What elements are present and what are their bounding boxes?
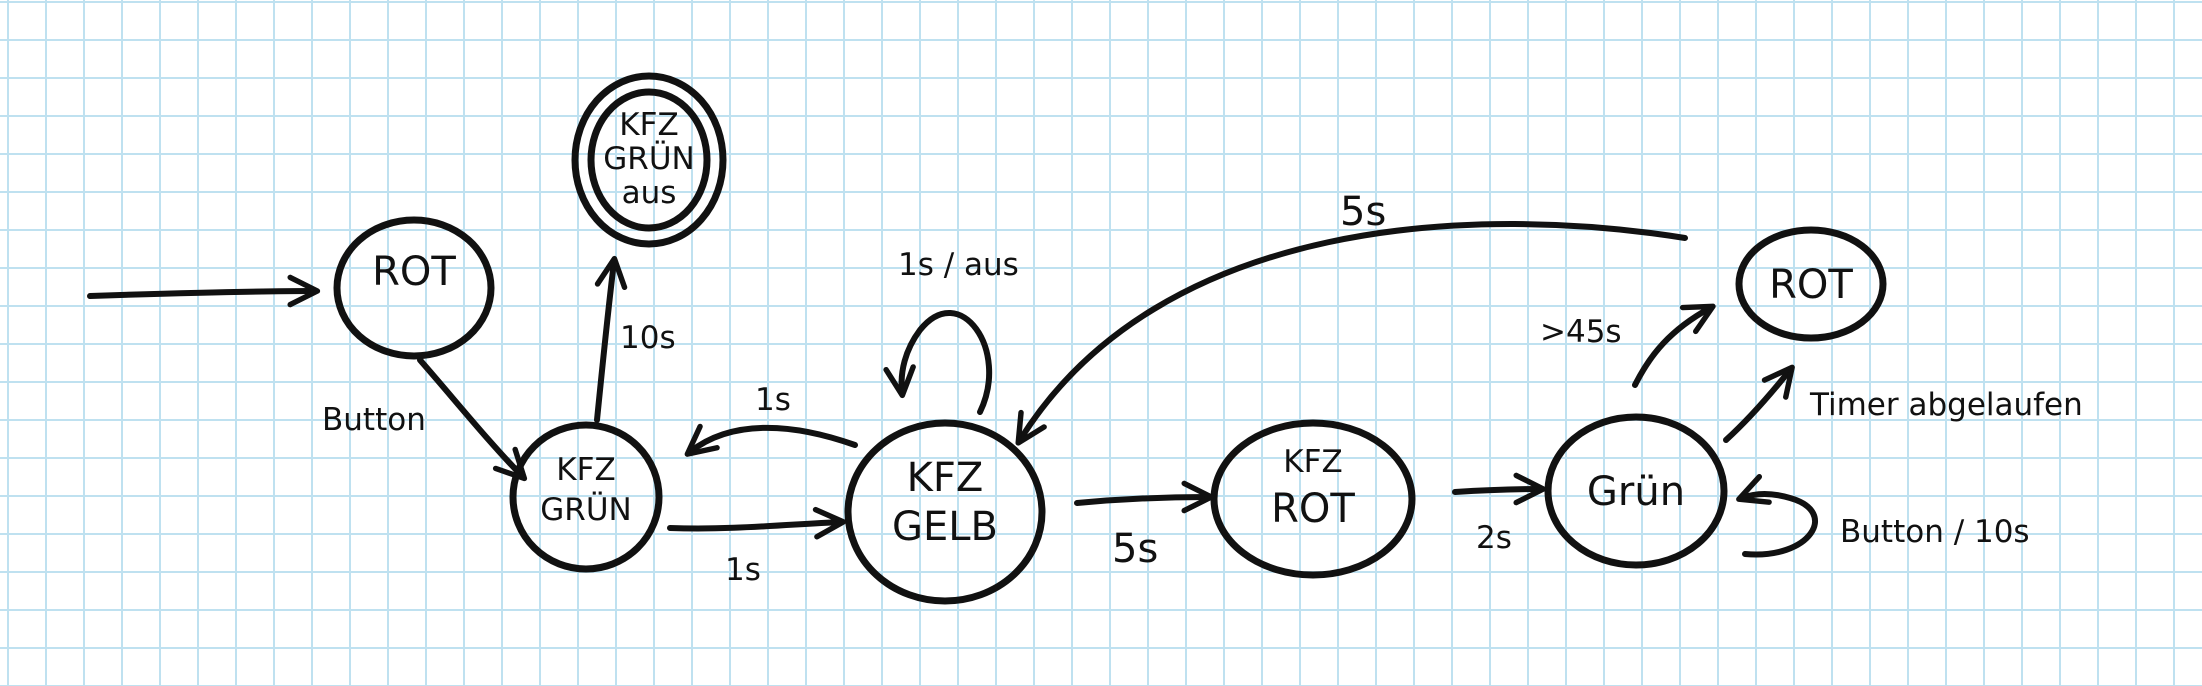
edge-kfz-gelb-self-label: 1s / aus (898, 247, 1019, 283)
node-kfz-gruen-aus: KFZ GRÜN aus (571, 72, 727, 248)
edge-kfz-gelb-to-kfz-rot-label: 5s (1112, 526, 1158, 572)
node-kfz-gruen-line2: GRÜN (540, 491, 631, 528)
edge-kfz-gruen-to-kfz-gelb-label: 1s (725, 552, 761, 588)
edge-start (87, 274, 321, 308)
edge-gruen-to-rot (1632, 303, 1716, 388)
node-start-rot: ROT (333, 216, 495, 360)
edge-gruen-timer-label: Timer abgelaufen (1809, 387, 2083, 423)
node-kfz-gruen-aus-line2: GRÜN (603, 140, 694, 177)
edge-kfz-gruen-to-aus-label: 10s (620, 320, 676, 356)
edge-kfz-gruen-to-kfz-gelb (667, 506, 847, 540)
node-gruen-label: Grün (1587, 469, 1685, 515)
edge-gruen-timer (1723, 364, 1795, 443)
edge-kfz-gelb-self (883, 310, 993, 415)
edge-rot-to-kfz-gelb-label: 5s (1340, 189, 1386, 235)
edge-kfz-gelb-to-kfz-gruen-label: 1s (755, 382, 791, 418)
node-kfz-rot-line1: KFZ (1283, 444, 1342, 480)
node-rot-right-label: ROT (1769, 262, 1853, 308)
node-gruen: Grün (1544, 413, 1728, 569)
node-kfz-gruen-line1: KFZ (556, 452, 615, 488)
edge-gruen-to-rot-label: >45s (1540, 314, 1622, 350)
edge-kfz-gruen-to-aus (594, 255, 628, 423)
edge-rot-to-kfz-gruen-label: Button (322, 402, 426, 438)
edge-kfz-rot-to-gruen-label: 2s (1476, 520, 1512, 556)
edge-gruen-self-label: Button / 10s (1840, 514, 2030, 550)
edge-kfz-gelb-to-kfz-rot (1074, 480, 1215, 514)
node-kfz-gruen-aus-line3: aus (622, 175, 677, 211)
node-kfz-rot-line2: ROT (1271, 486, 1355, 532)
edge-kfz-rot-to-gruen (1452, 472, 1547, 506)
node-kfz-gruen: KFZ GRÜN (509, 421, 663, 573)
node-kfz-rot: KFZ ROT (1210, 419, 1416, 579)
edge-gruen-self (1736, 474, 1818, 558)
node-rot-right: ROT (1735, 226, 1887, 342)
node-kfz-gelb: KFZ GELB (844, 419, 1046, 605)
node-kfz-gruen-aus-line1: KFZ (619, 107, 678, 143)
edge-kfz-gelb-to-kfz-gruen (684, 423, 858, 457)
node-start-rot-label: ROT (372, 249, 456, 295)
node-kfz-gelb-line2: GELB (892, 504, 998, 550)
node-kfz-gelb-line1: KFZ (907, 455, 984, 501)
edge-rot-to-kfz-gruen (417, 357, 528, 482)
edge-rot-to-kfz-gelb (1015, 221, 1688, 446)
